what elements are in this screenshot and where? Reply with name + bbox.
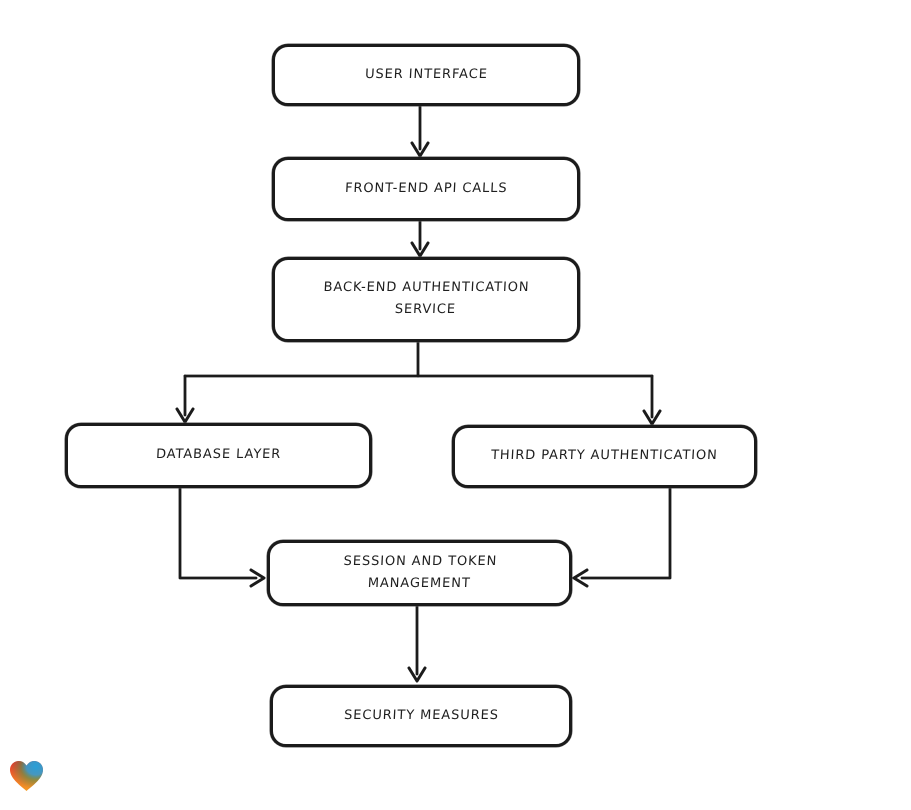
- edge-session-to-security: [407, 604, 427, 683]
- node-third-party-auth-label: THIRD PARTY AUTHENTICATION: [490, 448, 719, 464]
- edge-backend-split: [175, 340, 662, 426]
- node-front-end-api-calls[interactable]: FRONT-END API CALLS: [272, 157, 580, 221]
- node-security-measures-label: SECURITY MEASURES: [343, 707, 499, 723]
- node-user-interface-label: USER INTERFACE: [364, 66, 488, 82]
- node-security-measures[interactable]: SECURITY MEASURES: [270, 685, 572, 747]
- node-database-layer-label: DATABASE LAYER: [155, 447, 282, 463]
- node-user-interface[interactable]: USER INTERFACE: [272, 44, 580, 106]
- edge-thirdparty-to-session: [572, 486, 672, 588]
- gradient-heart-logo: [10, 761, 43, 792]
- node-front-end-api-calls-label: FRONT-END API CALLS: [344, 180, 508, 196]
- node-session-token-mgmt[interactable]: SESSION AND TOKEN MANAGEMENT: [267, 540, 572, 606]
- heart-icon: [10, 761, 43, 791]
- node-back-end-auth-service-label: BACK-END AUTHENTICATION SERVICE: [323, 280, 530, 318]
- node-back-end-auth-service[interactable]: BACK-END AUTHENTICATION SERVICE: [272, 257, 580, 342]
- node-session-token-mgmt-label: SESSION AND TOKEN MANAGEMENT: [342, 553, 498, 591]
- node-third-party-auth[interactable]: THIRD PARTY AUTHENTICATION: [452, 425, 757, 488]
- node-database-layer[interactable]: DATABASE LAYER: [65, 423, 372, 488]
- edge-user-to-frontend: [410, 104, 430, 158]
- edge-database-to-session: [178, 486, 266, 588]
- edge-frontend-to-backend: [410, 219, 430, 258]
